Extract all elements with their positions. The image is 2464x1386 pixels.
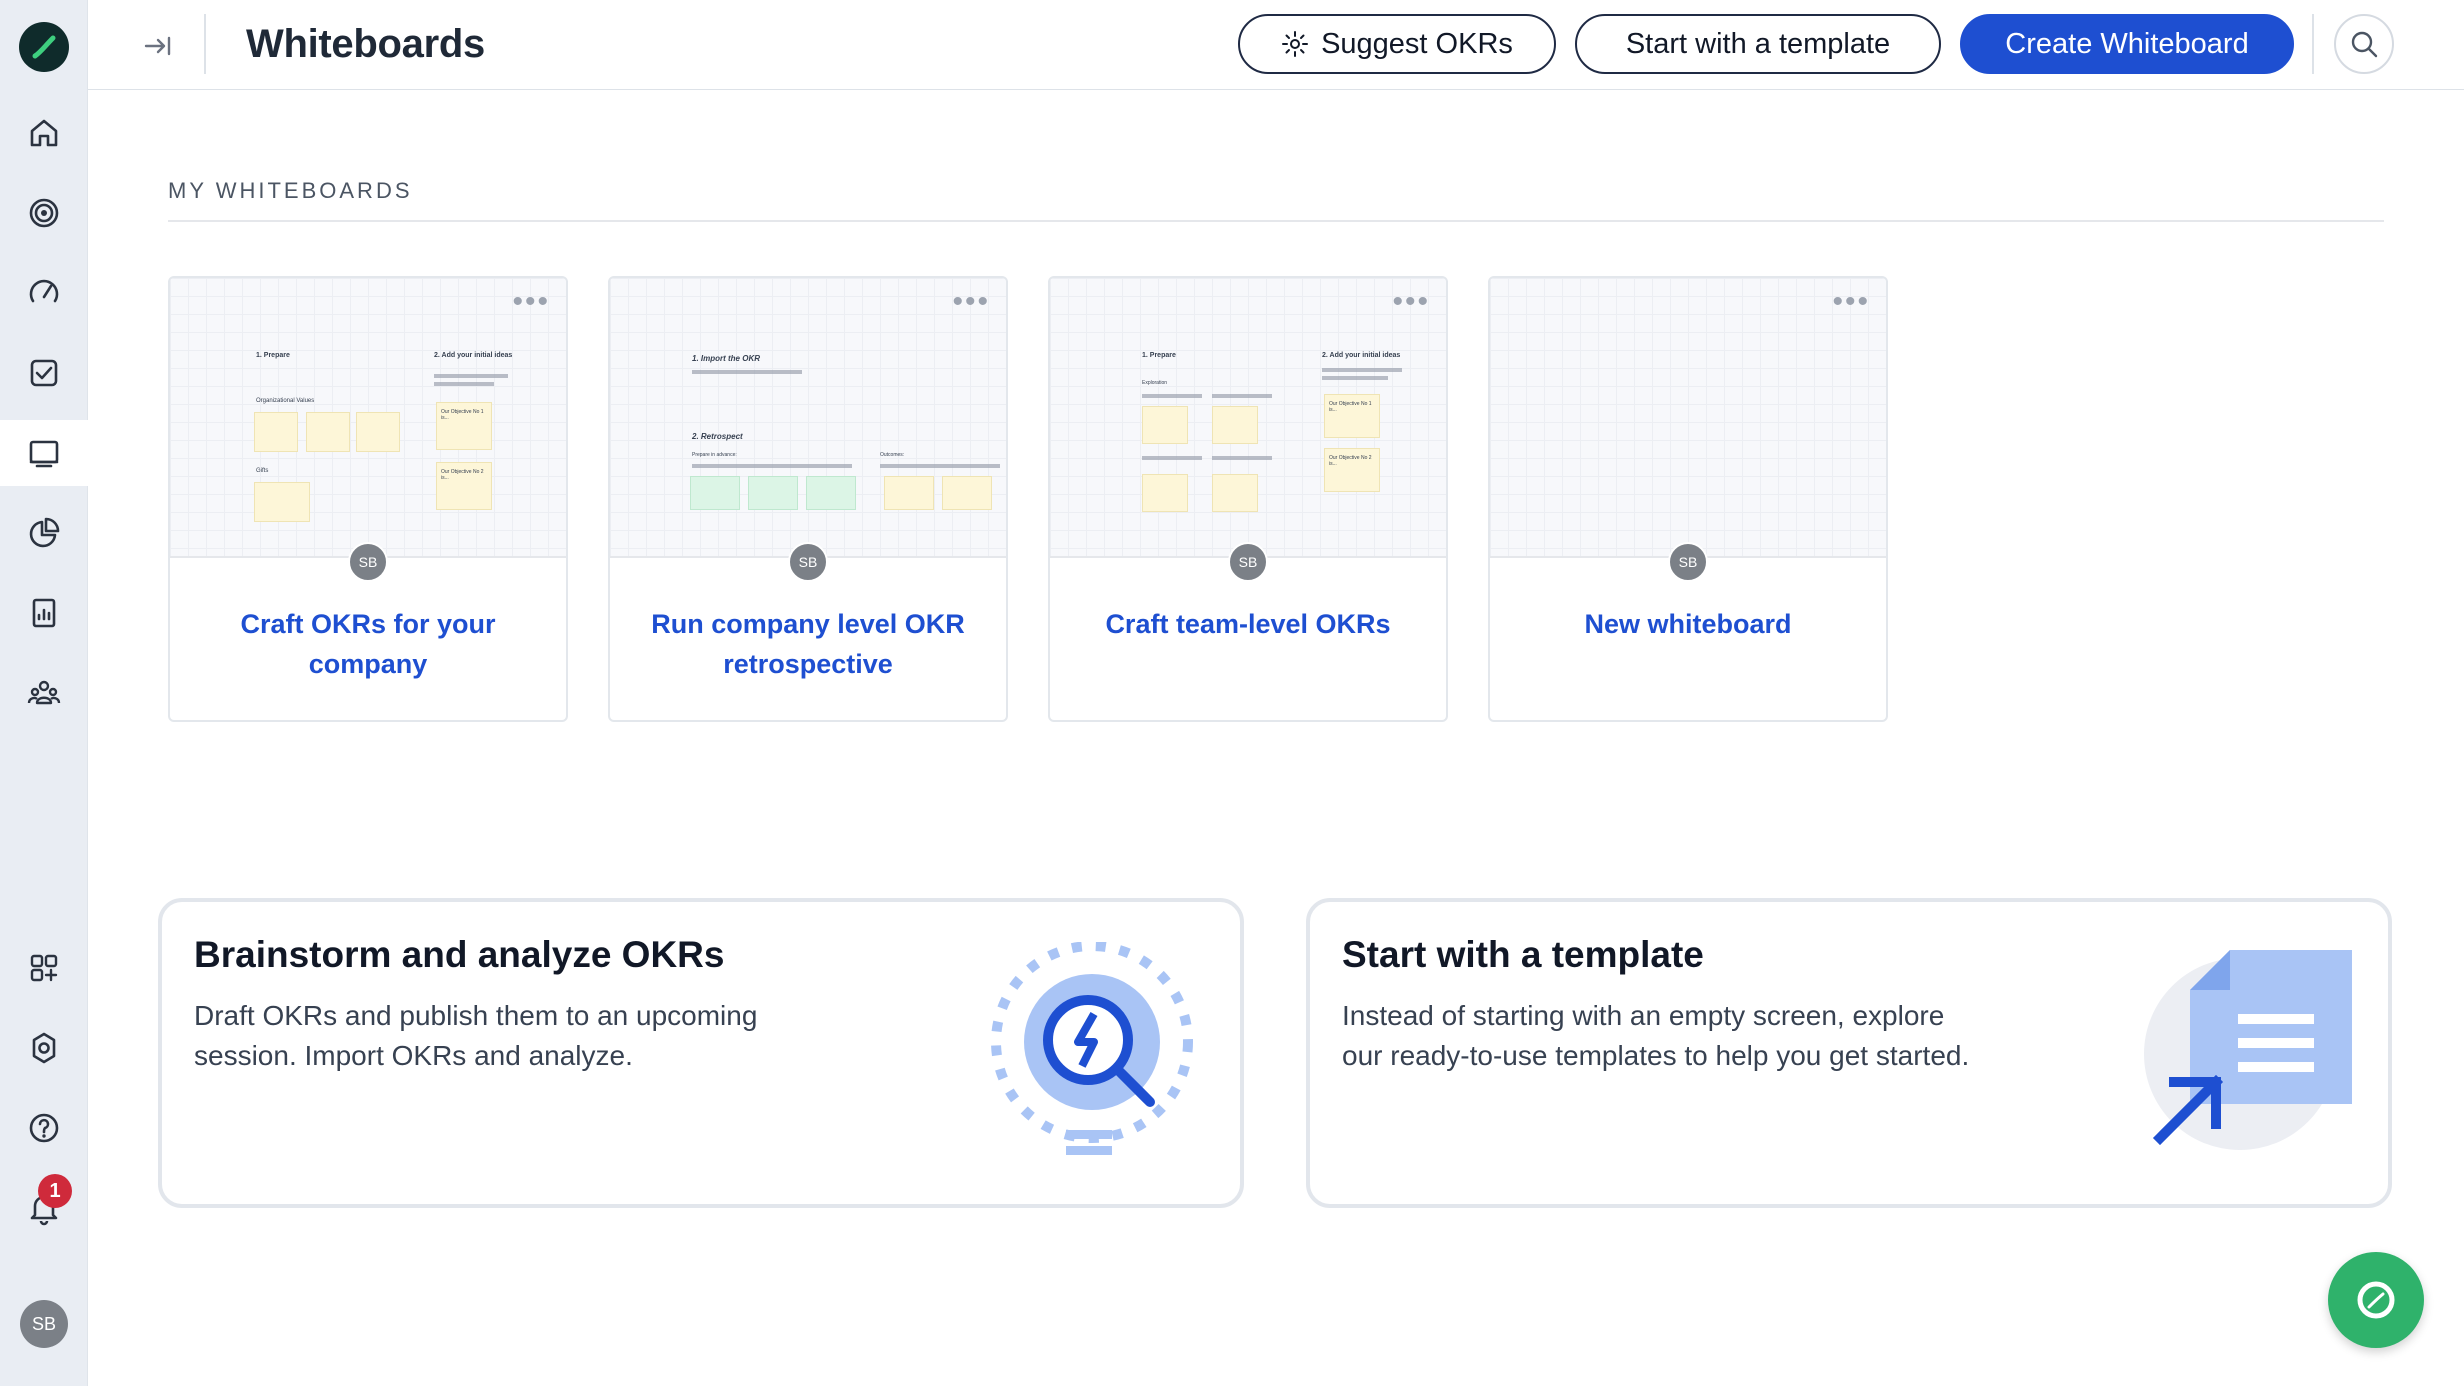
promo-title: Start with a template xyxy=(1342,934,1704,975)
card-thumbnail: 1. Import the OKR 2. Retrospect Prepare … xyxy=(610,278,1006,558)
pie-chart-icon xyxy=(29,517,60,548)
card-owner-avatar: SB xyxy=(1668,542,1708,582)
whiteboard-card[interactable]: 1. Prepare 2. Add your initial ideas Exp… xyxy=(1048,276,1448,722)
page-title: Whiteboards xyxy=(246,22,485,66)
top-header: Whiteboards Suggest OKRs Start with a te… xyxy=(88,0,2464,90)
sidebar-item-dashboard[interactable] xyxy=(0,260,88,326)
thumb-heading: 2. Add your initial ideas xyxy=(434,352,513,359)
notification-badge: 1 xyxy=(38,1174,72,1208)
template-promo-card[interactable]: Start with a template Instead of startin… xyxy=(1306,898,2392,1208)
whiteboard-card[interactable]: 1. Prepare 2. Add your initial ideas Org… xyxy=(168,276,568,722)
thumb-subheading: Prepare in advance: xyxy=(692,452,737,458)
gear-icon xyxy=(32,1032,56,1064)
section-divider xyxy=(168,220,2384,222)
apps-icon xyxy=(30,954,58,982)
gauge-icon xyxy=(29,279,59,303)
sidebar: 1 SB xyxy=(0,0,88,1386)
assistant-icon xyxy=(2357,1281,2395,1319)
thumb-note: Our Objective No 1 is... xyxy=(1329,401,1372,413)
card-owner-avatar: SB xyxy=(348,542,388,582)
thumb-note: Our Objective No 1 is... xyxy=(441,409,484,421)
team-icon xyxy=(27,680,61,705)
sidebar-item-insights[interactable] xyxy=(0,500,88,566)
user-avatar[interactable]: SB xyxy=(20,1300,68,1348)
card-title[interactable]: Craft OKRs for your company xyxy=(240,609,496,679)
template-document-icon xyxy=(2144,950,2352,1150)
search-icon xyxy=(2351,31,2378,58)
header-divider xyxy=(204,14,206,74)
card-owner-avatar: SB xyxy=(1228,542,1268,582)
promo-title: Brainstorm and analyze OKRs xyxy=(194,934,725,975)
thumb-subheading: Organizational Values xyxy=(256,398,315,404)
card-thumbnail: 1. Prepare 2. Add your initial ideas Exp… xyxy=(1050,278,1446,558)
app-logo[interactable] xyxy=(19,22,69,72)
sidebar-item-tasks[interactable] xyxy=(0,340,88,406)
help-icon xyxy=(29,1113,59,1143)
suggest-okrs-button[interactable]: Suggest OKRs xyxy=(1238,14,1556,74)
report-icon xyxy=(32,598,56,628)
promo-description: Instead of starting with an empty screen… xyxy=(1342,1000,1970,1071)
card-menu-button[interactable]: ••• xyxy=(1832,285,1870,318)
thumb-heading: 1. Prepare xyxy=(256,352,290,359)
card-menu-button[interactable]: ••• xyxy=(512,285,550,318)
thumb-subheading: Outcomes: xyxy=(880,452,905,458)
thumb-heading: 1. Prepare xyxy=(1142,352,1176,359)
sidebar-item-help[interactable] xyxy=(0,1095,88,1161)
search-button[interactable] xyxy=(2334,14,2394,74)
collapse-arrow-icon xyxy=(144,36,171,56)
card-menu-button[interactable]: ••• xyxy=(1392,285,1430,318)
header-divider-2 xyxy=(2312,14,2314,74)
suggest-okrs-label: Suggest OKRs xyxy=(1321,27,1513,60)
thumb-note: Our Objective No 2 is... xyxy=(1329,455,1372,467)
card-thumbnail: 1. Prepare 2. Add your initial ideas Org… xyxy=(170,278,566,558)
lightbulb-search-icon xyxy=(991,942,1193,1155)
sidebar-item-settings[interactable] xyxy=(0,1015,88,1081)
sidebar-item-reports[interactable] xyxy=(0,580,88,646)
home-icon xyxy=(30,119,58,147)
sidebar-item-whiteboards[interactable] xyxy=(0,420,88,486)
card-title[interactable]: Run company level OKR retrospective xyxy=(651,609,965,679)
card-thumbnail xyxy=(1490,278,1886,558)
expand-sidebar-button[interactable] xyxy=(138,26,178,66)
card-menu-button[interactable]: ••• xyxy=(952,285,990,318)
thumb-heading: 2. Retrospect xyxy=(692,432,743,441)
checkbox-icon xyxy=(30,359,58,387)
target-icon xyxy=(29,198,59,228)
card-owner-avatar: SB xyxy=(788,542,828,582)
card-title[interactable]: New whiteboard xyxy=(1584,609,1792,639)
brainstorm-promo-card[interactable]: Brainstorm and analyze OKRs Draft OKRs a… xyxy=(158,898,1244,1208)
sidebar-item-integrations[interactable] xyxy=(0,935,88,1001)
sparkle-icon xyxy=(1282,31,1309,57)
create-whiteboard-button[interactable]: Create Whiteboard xyxy=(1960,14,2294,74)
thumb-note: Our Objective No 2 is... xyxy=(441,469,484,481)
section-label: MY WHITEBOARDS xyxy=(168,178,413,203)
sidebar-item-home[interactable] xyxy=(0,100,88,166)
promo-description: Draft OKRs and publish them to an upcomi… xyxy=(194,1000,758,1071)
card-title[interactable]: Craft team-level OKRs xyxy=(1105,609,1391,639)
whiteboard-icon xyxy=(29,440,59,468)
logo-icon xyxy=(32,35,56,59)
thumb-subheading: Gifts xyxy=(256,468,269,474)
thumb-subheading: Exploration xyxy=(1142,380,1168,386)
sidebar-item-goals[interactable] xyxy=(0,180,88,246)
thumb-heading: 2. Add your initial ideas xyxy=(1322,352,1401,359)
sidebar-item-people[interactable] xyxy=(0,660,88,726)
start-with-template-button[interactable]: Start with a template xyxy=(1575,14,1941,74)
thumb-heading: 1. Import the OKR xyxy=(692,354,761,363)
whiteboard-card[interactable]: 1. Import the OKR 2. Retrospect Prepare … xyxy=(608,276,1008,722)
assistant-fab-button[interactable] xyxy=(2328,1252,2424,1348)
whiteboard-card[interactable]: ••• SB New whiteboard xyxy=(1488,276,1888,722)
